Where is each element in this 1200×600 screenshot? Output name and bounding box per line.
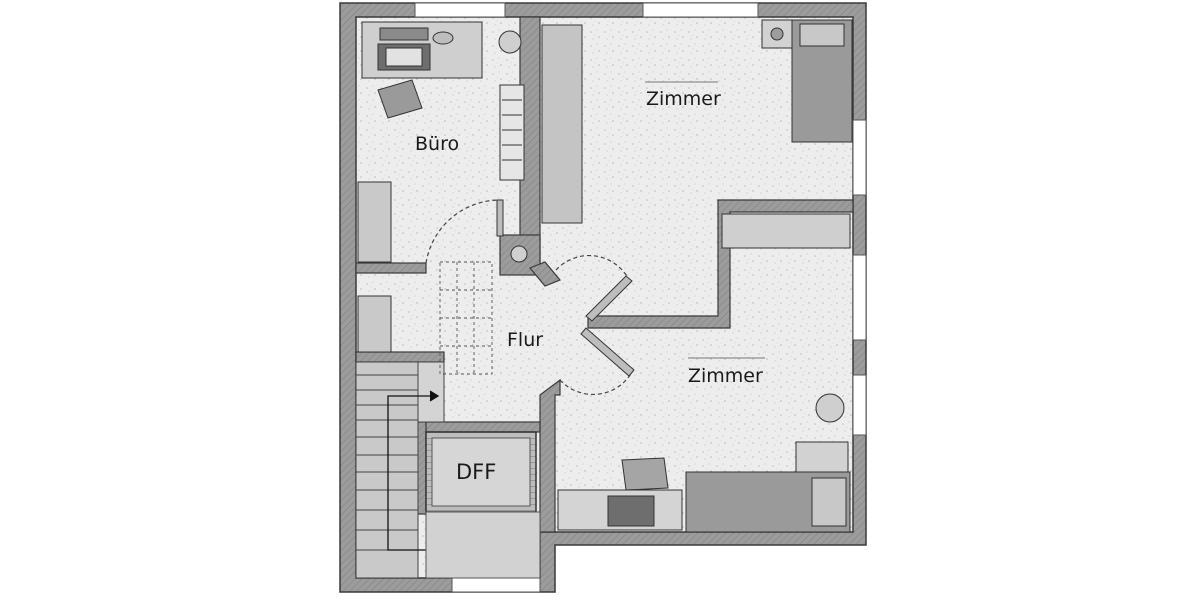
wall-dff-frame: [417, 421, 541, 433]
window-top-center: [642, 2, 759, 18]
window-top-left: [414, 2, 506, 18]
bookshelf: [499, 84, 525, 181]
plant-zimmer: [815, 393, 845, 423]
pillow-top: [799, 23, 845, 47]
door-swing-zimmer-bottom: [559, 371, 633, 396]
room-label-zimmer-top: Zimmer: [646, 88, 721, 110]
door-leaf-bottom: [580, 327, 635, 377]
lamp-top: [770, 27, 784, 41]
window-right-upper: [852, 119, 867, 196]
pillow-bottom: [811, 477, 847, 527]
door-leaf-top: [585, 275, 633, 322]
windows: [414, 2, 867, 593]
chair-bottom: [621, 457, 669, 491]
monitor-bottom: [607, 495, 655, 527]
nightstand-bottom: [795, 441, 849, 473]
window-bottom: [451, 577, 541, 593]
window-right-middle: [852, 254, 867, 341]
wall-shaft-diagonal: [529, 261, 561, 287]
room-label-zimmer-bottom: Zimmer: [688, 365, 763, 387]
bookshelf-books: [502, 99, 522, 161]
buero-furniture: [357, 21, 528, 353]
plant-buero: [498, 30, 522, 54]
office-chair: [377, 79, 423, 119]
zimmer-bottom-furniture: [557, 213, 851, 533]
staircase: [355, 361, 445, 579]
wardrobe: [541, 24, 583, 224]
wall-zimmer-step: [587, 199, 854, 329]
wall-buero-left-stub: [355, 262, 427, 274]
room-label-buero: Büro: [415, 133, 460, 155]
attic-hatch-grid: [439, 261, 493, 375]
shaft-pipe: [510, 245, 528, 263]
monitor: [379, 27, 429, 41]
shelf-left-upper: [357, 181, 392, 263]
doors: [425, 199, 633, 396]
keyboard-screen: [385, 47, 423, 67]
door-swing-zimmer-top: [555, 254, 629, 279]
sideboard: [721, 213, 851, 249]
wall-stair-top: [355, 351, 445, 363]
door-swing-buero: [425, 199, 501, 264]
door-leaf-buero: [496, 199, 504, 237]
window-right-lower: [852, 374, 867, 436]
dff-shaft: [425, 431, 541, 579]
zimmer-top-furniture: [541, 19, 853, 224]
desk-lamp: [432, 31, 454, 45]
door-leaves: [496, 199, 635, 377]
shelf-left-lower: [357, 295, 392, 353]
stair-direction-arrow: [387, 390, 440, 551]
room-label-flur: Flur: [507, 329, 544, 351]
room-label-dff: DFF: [456, 460, 497, 484]
